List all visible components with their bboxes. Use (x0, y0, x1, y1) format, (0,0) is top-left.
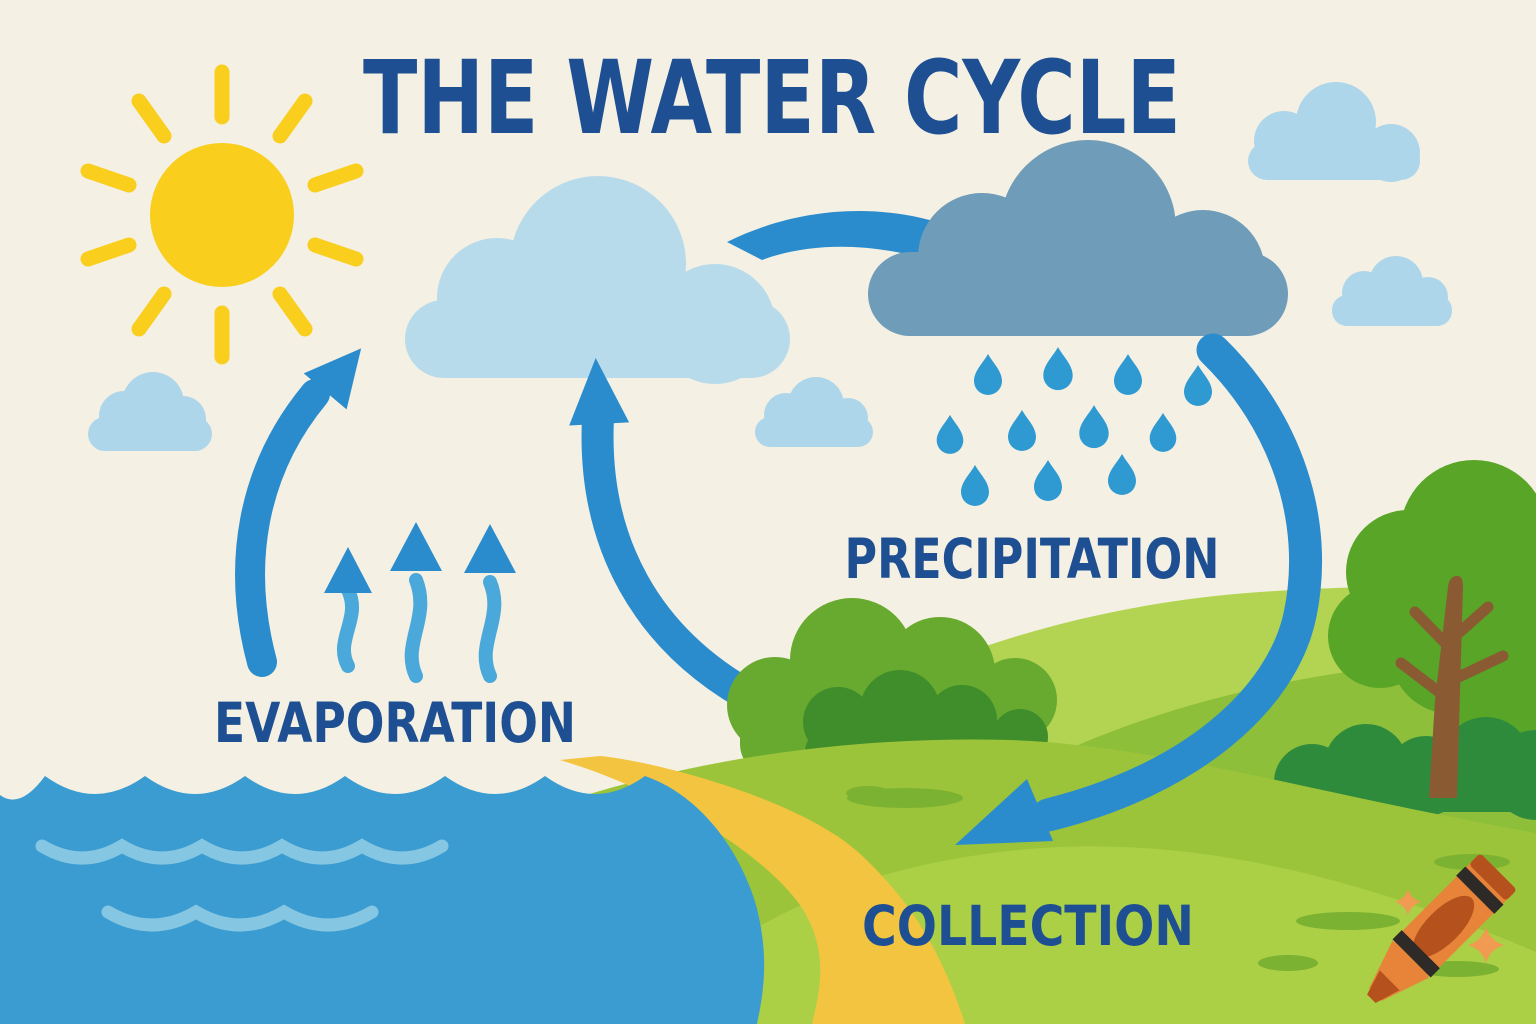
branch (1442, 650, 1509, 688)
sparkle-icon (1468, 927, 1504, 963)
ray (307, 163, 364, 193)
vapor-head (390, 522, 442, 571)
arrow-shaft (235, 379, 330, 677)
label-precipitation: PRECIPITATION (845, 527, 1220, 591)
arrow-head (303, 348, 362, 410)
arrow-shaft (581, 402, 776, 718)
branch (1447, 601, 1494, 644)
sun-rays (80, 64, 364, 365)
vapor-shaft (478, 575, 502, 683)
vapor-shaft (336, 583, 360, 673)
grass-tuft (846, 786, 890, 800)
ray (131, 286, 172, 337)
grass-tuft (1258, 955, 1318, 971)
cloud-small-center-icon (755, 377, 873, 447)
cloud-top-right-icon (1248, 82, 1420, 182)
cloud-base (88, 417, 212, 451)
arrow-shaft (1031, 333, 1322, 832)
crayon-butt (1470, 854, 1516, 900)
water-body (0, 776, 765, 1024)
cloud-small-right-icon (1332, 256, 1452, 326)
ray (131, 93, 172, 144)
sun-icon (80, 64, 364, 365)
tree-trunk (1395, 575, 1509, 798)
rising-arrow-icon (569, 358, 776, 718)
branches (1395, 601, 1509, 701)
label-collection: COLLECTION (862, 894, 1194, 958)
vapor-head (324, 547, 372, 593)
ray (80, 163, 137, 193)
page-title: THE WATER CYCLE (363, 39, 1181, 158)
sparkle-icon (1395, 889, 1421, 915)
wave-line (101, 904, 379, 932)
vapor-head (464, 524, 516, 573)
sand-shore (560, 756, 965, 1024)
arrow-head (955, 779, 1053, 845)
precipitation-arrow-icon (955, 333, 1322, 845)
cloud-condensation-icon (405, 176, 790, 384)
grass-tuft (1296, 912, 1400, 930)
wave-line (35, 838, 449, 865)
cloud-base (755, 417, 873, 447)
ray (307, 237, 364, 267)
wave-lines (35, 838, 449, 932)
cloud-small-left-icon (88, 372, 212, 451)
crayon-tip-shadow (1367, 970, 1400, 1003)
ray (272, 93, 313, 144)
branch (1395, 657, 1449, 701)
cloud-base (405, 300, 790, 378)
branch (1409, 606, 1456, 654)
label-evaporation: EVAPORATION (214, 691, 576, 755)
arrow-head (569, 358, 630, 426)
sparkles (1395, 889, 1504, 963)
crayon-watermark-icon (1367, 854, 1516, 1003)
cloud-base (1248, 142, 1420, 180)
sun-core (150, 143, 294, 287)
crayon-stripe (1456, 866, 1504, 914)
rain-cloud-icon (868, 140, 1288, 336)
vapor-shaft (404, 573, 428, 683)
ray (80, 237, 137, 267)
ray (272, 286, 313, 337)
evaporation-arrow-icon (235, 348, 362, 677)
condensation-arrow-icon (727, 211, 975, 278)
vapor-arrows (324, 522, 516, 683)
cloud-base (868, 252, 1288, 336)
crayon-stripe (1392, 930, 1440, 978)
crayon-label (1412, 895, 1475, 958)
cloud-base (1332, 295, 1452, 326)
